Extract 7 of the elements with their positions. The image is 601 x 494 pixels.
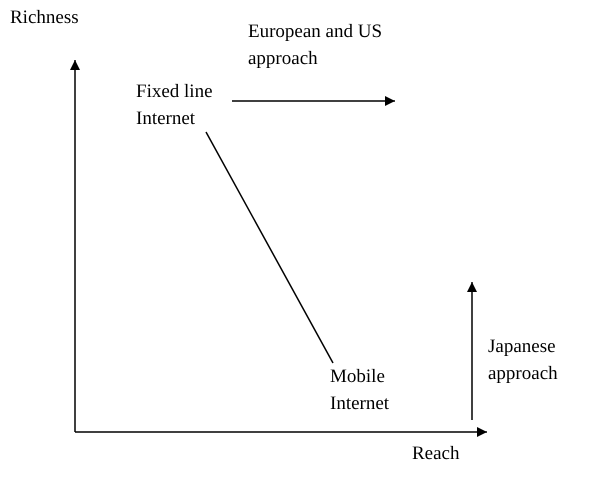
connector-line <box>205 132 334 364</box>
node-label: Mobile Internet <box>330 363 410 417</box>
node-label: Fixed line Internet <box>136 78 232 132</box>
axis-label: Richness <box>10 6 80 30</box>
arrow <box>232 96 395 106</box>
arrow-label: Japanese approach <box>488 335 559 386</box>
axis-label: Reach <box>412 442 460 466</box>
